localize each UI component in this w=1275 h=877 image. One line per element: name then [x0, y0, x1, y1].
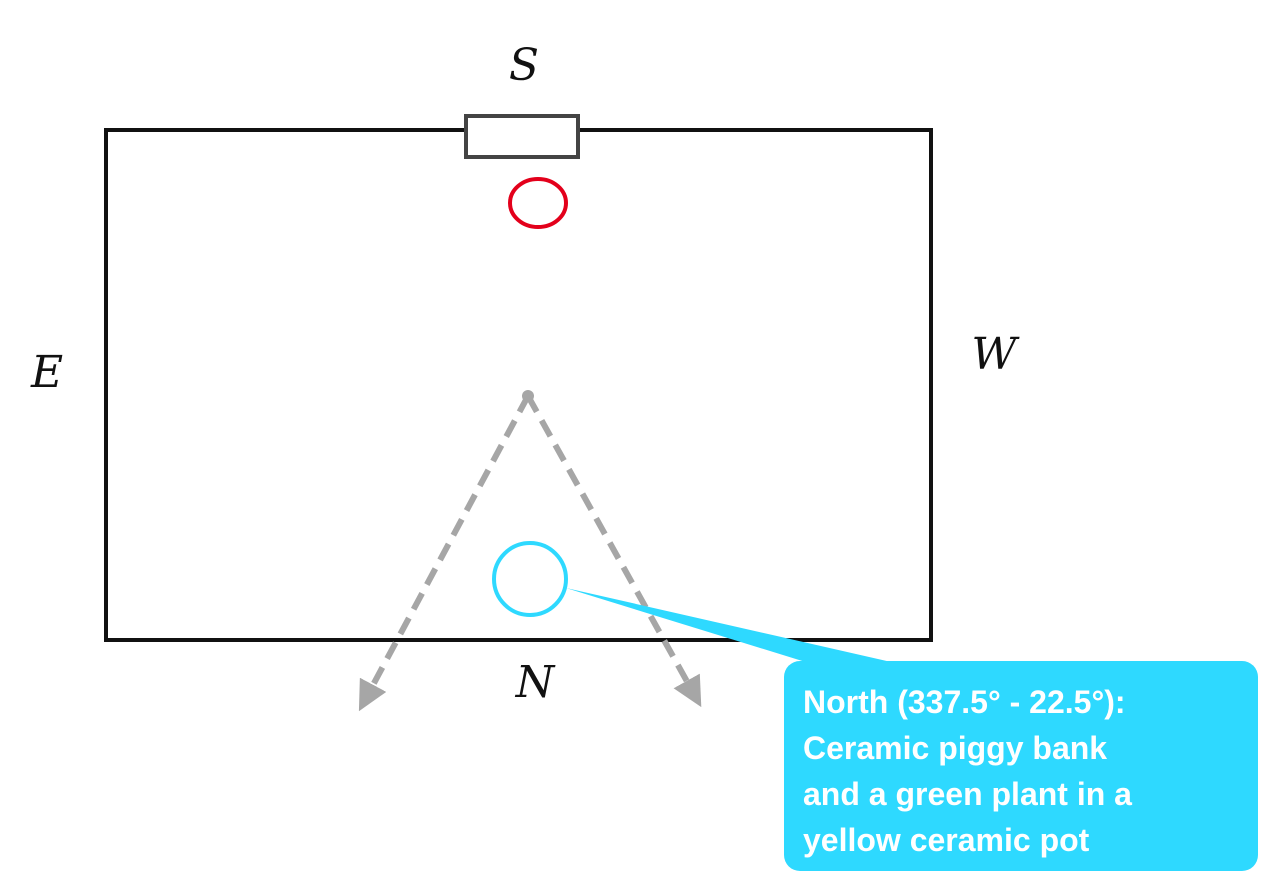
current-position-marker: [508, 177, 568, 229]
room-outline: [104, 128, 933, 642]
callout-line-item: Ceramic piggy bank: [803, 730, 1108, 766]
direction-label-north: N: [515, 657, 556, 708]
callout-line-item: and a green plant in a: [803, 776, 1132, 812]
door-icon: [464, 114, 580, 159]
target-region-marker: [492, 541, 568, 617]
callout-line-heading: North (337.5° - 22.5°):: [803, 684, 1126, 720]
view-arrow-right: [525, 394, 702, 708]
callout-pointer: [566, 588, 900, 664]
direction-label-east: E: [30, 347, 63, 398]
view-arrow-left: [358, 394, 531, 712]
north-region-callout: North (337.5° - 22.5°): Ceramic piggy ba…: [784, 661, 1258, 871]
callout-line-item: yellow ceramic pot: [803, 822, 1090, 858]
direction-label-south: S: [509, 40, 539, 91]
direction-label-west: W: [971, 329, 1020, 380]
